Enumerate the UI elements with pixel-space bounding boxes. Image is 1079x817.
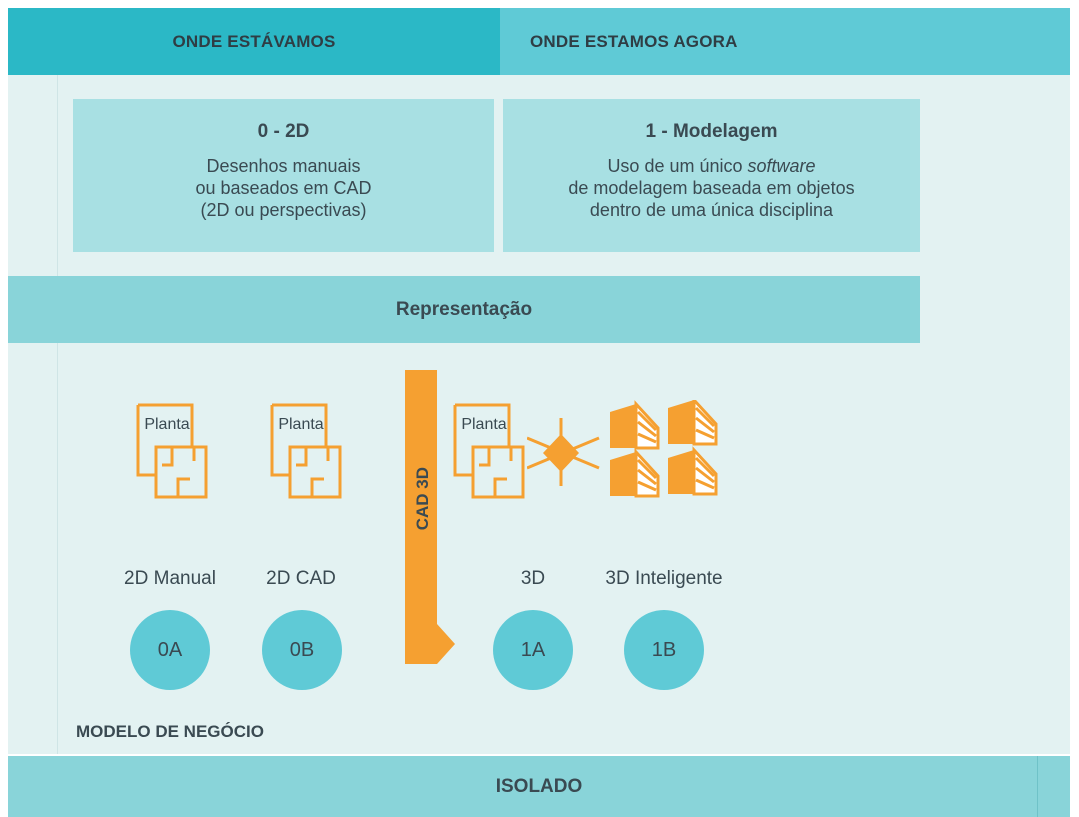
plan-label: Planta [461,416,507,433]
level-code: 1A [520,638,546,661]
level-circle-1a: 1A [493,610,573,690]
intersection-icon [527,418,600,486]
cad-3d-arrow [405,370,455,664]
level-label-0b: 2D CAD [266,568,336,589]
floor-plan-icon [136,403,208,499]
cad-3d-label: CAD 3D [413,467,432,531]
stage-0-line: ou baseados em CAD [195,178,372,198]
header-onde-estavamos: ONDE ESTÁVAMOS [8,8,500,75]
isolado-label: ISOLADO [495,775,583,797]
isolado-band: ISOLADO [8,756,1070,817]
stage-1-line: Uso de um único software [503,155,920,177]
header-onde-estamos-agora: ONDE ESTAMOS AGORA [500,8,1070,75]
stage-1-title: 1 - Modelagem [645,121,778,142]
level-label-1b: 3D Inteligente [605,568,723,589]
stage-1-software-emphasis: software [747,156,816,176]
stage-0-line: (2D ou perspectivas) [200,200,367,220]
level-label-0a: 2D Manual [124,568,216,589]
stage-0-line: Desenhos manuais [206,156,361,176]
stage-box-0: 0 - 2D Desenhos manuais ou baseados em C… [73,99,494,252]
representation-band: Representação [8,276,920,343]
plan-label: Planta [144,416,190,433]
level-circle-0b: 0B [262,610,342,690]
plan-label: Planta [278,416,324,433]
stage-0-title: 0 - 2D [257,121,310,142]
business-model-label: MODELO DE NEGÓCIO [76,722,264,741]
header-right-title: ONDE ESTAMOS AGORA [530,31,738,51]
level-code: 0A [157,638,183,661]
floor-plan-icon [270,403,342,499]
stage-1-line: dentro de uma única disciplina [589,200,834,220]
isolado-divider [1037,756,1038,817]
divider-line [57,75,58,754]
level-circle-1b: 1B [624,610,704,690]
header-left-title: ONDE ESTÁVAMOS [172,31,336,51]
cad-3d-label-wrap: CAD 3D [407,372,439,642]
level-code: 0B [289,638,315,661]
stage-box-1: 1 - Modelagem Uso de um único software d… [503,99,920,252]
3d-blocks-icon [610,400,718,498]
stage-1-line-text: Uso de um único [607,156,748,176]
level-label-1a: 3D [520,568,546,589]
representation-label: Representação [395,298,533,320]
level-code: 1B [651,638,677,661]
stage-1-line: de modelagem baseada em objetos [568,178,855,198]
floor-plan-icon [453,403,525,499]
level-circle-0a: 0A [130,610,210,690]
